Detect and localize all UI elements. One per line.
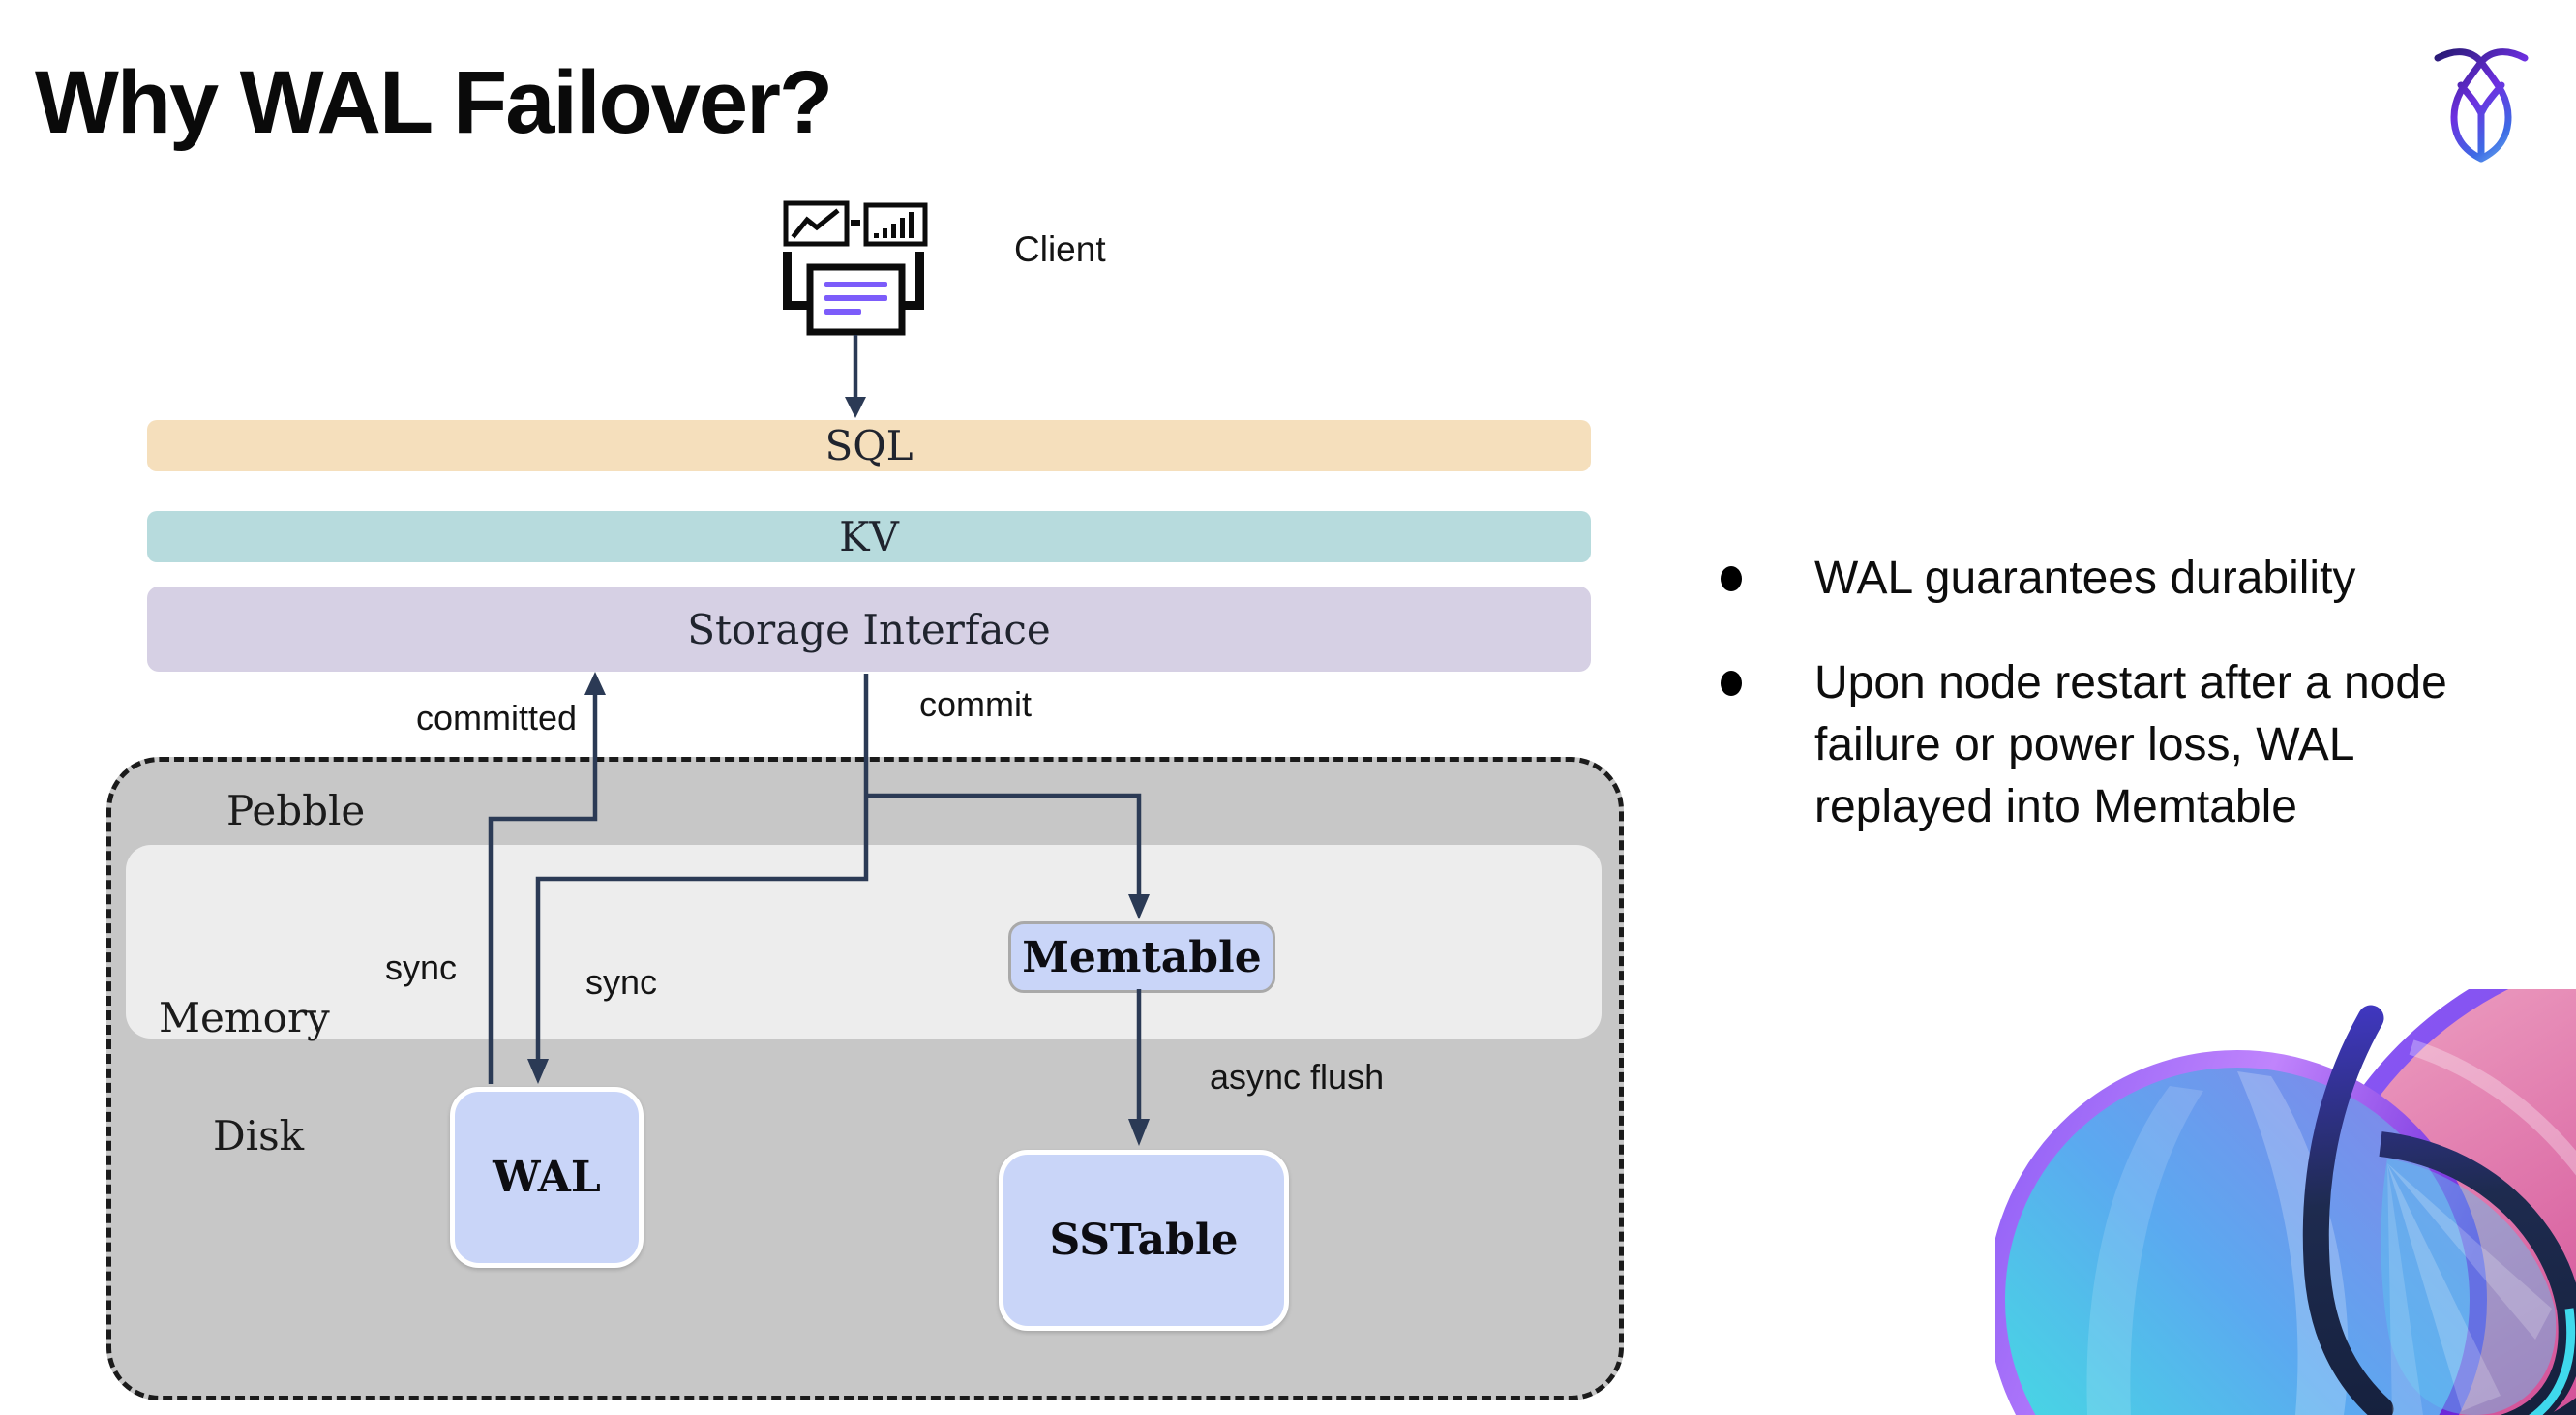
dash-connector [851,220,860,226]
layer-bar-sql: SQL [147,420,1591,471]
committed-edge-label: committed [416,698,578,738]
cockroachdb-logo-icon [2434,48,2529,163]
layer-bar-storage-interface: Storage Interface [147,587,1591,672]
list-item: Upon node restart after a node failure o… [1711,652,2543,838]
list-item: WAL guarantees durability [1711,548,2543,610]
disk-label: Disk [213,1112,305,1159]
pebble-label: Pebble [226,787,366,834]
client-icon [783,200,928,336]
layer-bar-sql-label: SQL [824,422,914,469]
brand-graphic [1995,989,2576,1415]
sync-right-edge-label: sync [585,962,658,1002]
bullet-dot-icon [1721,566,1742,591]
memtable-node-label: Memtable [1022,932,1262,982]
memory-label: Memory [159,994,330,1041]
sync-left-edge-label: sync [385,948,458,987]
line-chart-icon [783,200,850,247]
client-label: Client [1014,229,1106,269]
page-title: Why WAL Failover? [35,53,833,152]
wal-node-label: WAL [493,1153,601,1202]
layer-bar-storage-label: Storage Interface [687,605,1051,653]
bullet-text: Upon node restart after a node failure o… [1814,657,2447,832]
async-flush-edge-label: async flush [1210,1057,1385,1097]
sstable-node-label: SSTable [1049,1216,1239,1265]
bracket-icon [783,252,924,310]
wal-node: WAL [450,1087,644,1268]
edge-client-to-sql [845,335,866,418]
memory-band [126,845,1602,1039]
bullet-list: WAL guarantees durability Upon node rest… [1711,548,2543,838]
sstable-node: SSTable [999,1150,1289,1331]
layer-bar-kv: KV [147,511,1591,562]
layer-bar-kv-label: KV [839,513,899,560]
bullet-dot-icon [1721,671,1742,696]
document-icon [806,263,906,336]
bullet-text: WAL guarantees durability [1814,553,2356,604]
memtable-node: Memtable [1008,921,1275,993]
commit-edge-label: commit [919,684,1032,724]
bar-chart-icon [863,202,928,247]
